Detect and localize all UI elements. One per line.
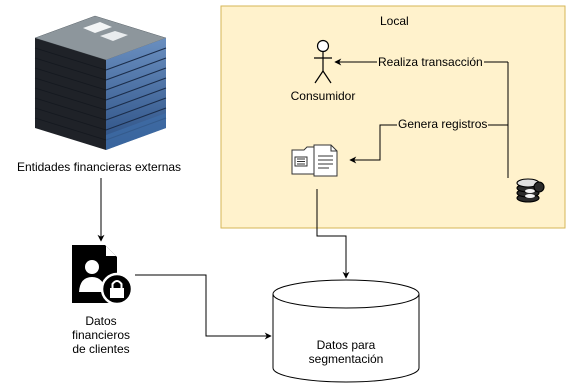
client-data-label-line-1: Datos [85,314,117,328]
local-region [220,5,566,229]
edge-records-to-db [316,189,350,279]
consumer-label: Consumidor [290,89,356,103]
edge-client-data-to-db [135,274,272,340]
client-data-label-line-2: financieros [71,328,131,342]
office-building-icon [34,15,167,150]
client-data-label: Datos financieros de clientes [56,314,146,356]
segmentation-db-label: Datos para segmentación [296,338,396,366]
realiza-transaccion-label: Realiza transacción [377,55,484,69]
user-document-lock-icon [72,245,134,306]
external-entities-label: Entidades financieras externas [16,160,182,174]
segmentation-db-label-line-1: Datos para [316,338,376,352]
local-region-label: Local [380,14,409,28]
segmentation-db-label-line-2: segmentación [308,352,384,366]
client-data-label-line-3: de clientes [72,342,130,356]
database-cylinder-icon [272,279,420,383]
coin-stack-icon [516,178,545,203]
genera-registros-label: Genera registros [397,117,489,131]
documents-folder-icon [291,144,338,177]
